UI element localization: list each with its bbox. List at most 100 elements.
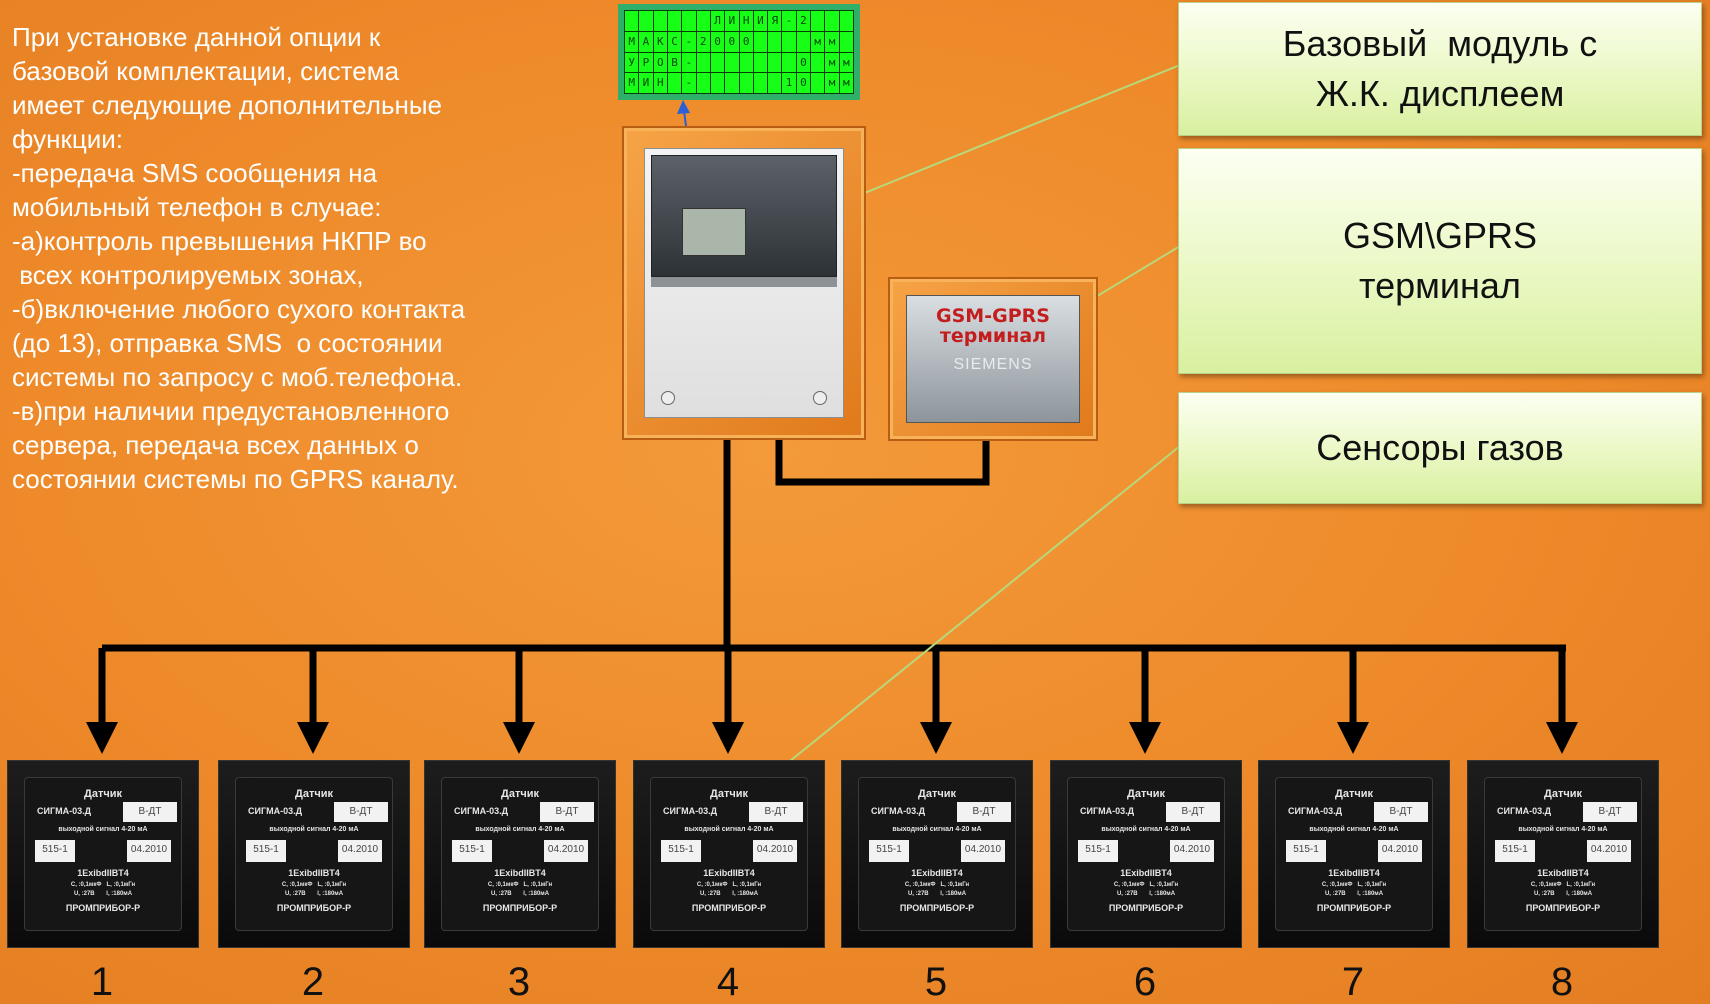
lcd-char [839,31,854,53]
sensor-serial: 515-1 [452,840,492,862]
lcd-char: А [639,31,654,53]
lcd-arrow-head [677,100,690,114]
sensor-model: СИГМА-03.Д [1497,806,1551,816]
arrow-down-icon [86,722,118,754]
sensor-model: СИГМА-03.Д [1080,806,1134,816]
sensor-params-1: C, :0,1мкФ L, :0,1мГн [70,882,136,888]
description-line: мобильный телефон в случае: [12,192,382,222]
lcd-char: 0 [739,31,754,53]
callout-sensors: Сенсоры газов [1178,392,1702,504]
sensor-serial: 515-1 [1286,840,1326,862]
sensor-drops [86,648,1578,754]
sensor-signal: выходной сигнал 4-20 мА [892,826,982,833]
sensor-title: Датчик [1544,788,1582,800]
callout-base-module: Базовый модуль с Ж.К. дисплеем [1178,2,1702,136]
sensor-title: Датчик [501,788,539,800]
description-line: базовой комплектации, система [12,56,400,86]
sensor-number: 1 [90,960,114,1004]
sensor-model-handwritten: В-ДТ [957,802,1011,822]
lcd-char [625,11,640,32]
sensor-params-2: U, :27В I, :180мА [1116,891,1176,897]
sensor-date: 04.2010 [1170,840,1214,862]
lcd-char [739,52,754,74]
sensor-maker: ПРОМПРИБОР-Р [1525,903,1601,913]
lcd-char [753,73,769,94]
lcd-char [796,31,812,53]
lcd-char: М [625,31,640,53]
lcd-char [639,11,654,32]
sensor-maker: ПРОМПРИБОР-Р [691,903,767,913]
lcd-char [825,11,840,32]
description-line: системы по запросу с моб.телефона. [12,362,463,392]
lcd-char: 2 [796,11,812,32]
lcd-char: В [667,52,683,74]
sensor-params-1: C, :0,1мкФ L, :0,1мГн [1113,882,1179,888]
sensor-model-handwritten: В-ДТ [334,802,388,822]
sensor-signal: выходной сигнал 4-20 мА [475,826,565,833]
lcd-char [768,31,783,53]
sensor-params-1: C, :0,1мкФ L, :0,1мГн [904,882,970,888]
sensor-ex-marking: 1ExibdIIBT4 [1537,868,1589,878]
sensor-model-handwritten: В-ДТ [749,802,803,822]
sensor-title: Датчик [710,788,748,800]
sensor-serial: 515-1 [1078,840,1118,862]
lcd-char: 0 [796,52,812,74]
description-line: имеет следующие дополнительные [12,90,443,120]
sensor-params-1: C, :0,1мкФ L, :0,1мГн [696,882,762,888]
callout-line: Ж.К. дисплеем [1315,73,1565,114]
sensor-params-1: C, :0,1мкФ L, :0,1мГн [487,882,553,888]
lcd-char: Л [710,11,726,32]
lcd-char: - [682,52,697,74]
lcd-char [710,73,726,94]
lcd-char: м [811,31,826,53]
lcd-char [753,31,769,53]
sensor-title: Датчик [1335,788,1373,800]
sensor-number: 3 [507,960,531,1004]
sensor-model: СИГМА-03.Д [663,806,717,816]
sensor-model-handwritten: В-ДТ [1583,802,1637,822]
lcd-char: Н [739,11,754,32]
arrow-down-icon [712,722,744,754]
lcd-char: - [782,11,797,32]
sensor-maker: ПРОМПРИБОР-Р [276,903,352,913]
sensor-serial: 515-1 [1495,840,1535,862]
lcd-char [768,73,783,94]
arrow-down-icon [1546,722,1578,754]
terminal-label-line2: терминал [939,325,1047,347]
lcd-char: Р [639,52,654,74]
sensor-params-1: C, :0,1мкФ L, :0,1мГн [281,882,347,888]
sensor-serial: 515-1 [35,840,75,862]
sensor-date: 04.2010 [961,840,1005,862]
sensor-ex-marking: 1ExibdIIBT4 [288,868,340,878]
terminal-brand: SIEMENS [953,356,1033,373]
sensor-model: СИГМА-03.Д [37,806,91,816]
sensor-params-2: U, :27В I, :180мА [1533,891,1593,897]
sensor-date: 04.2010 [338,840,382,862]
description-line: -в)при наличии предустановленного [12,396,450,426]
sensor-number: 2 [301,960,325,1004]
sensor-model-handwritten: В-ДТ [1166,802,1220,822]
lcd-char [696,73,711,94]
lcd-char: У [625,52,640,74]
sensor-title: Датчик [84,788,122,800]
lcd-char [696,11,711,32]
cabinet-window [651,155,837,277]
callout-line: Базовый модуль с [1282,23,1598,64]
lcd-char [739,73,754,94]
sensor-ex-marking: 1ExibdIIBT4 [911,868,963,878]
lcd-char [782,31,797,53]
lcd-char: И [725,11,740,32]
sensor-number: 7 [1341,960,1365,1004]
sensor-ex-marking: 1ExibdIIBT4 [703,868,755,878]
